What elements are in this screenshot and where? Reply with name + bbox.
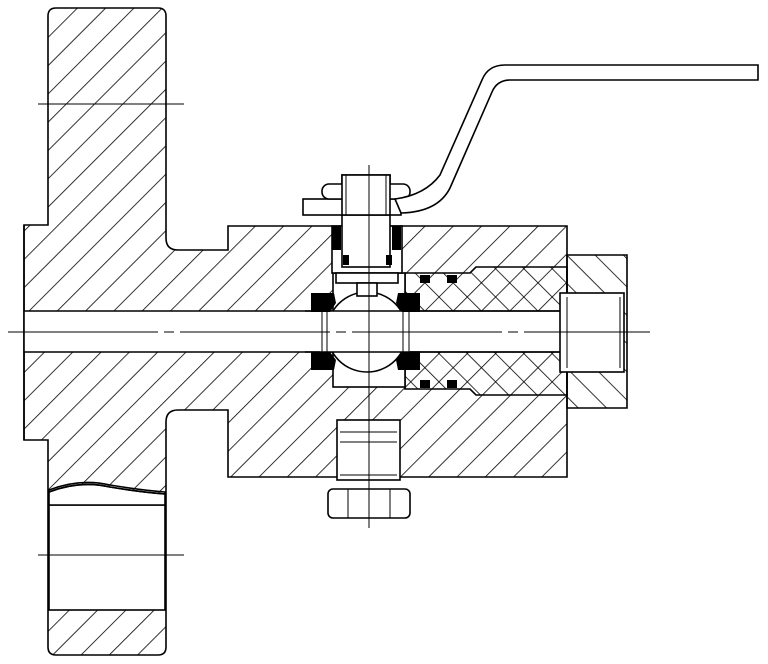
stem-seal bbox=[332, 226, 341, 250]
flange-bolt-hole bbox=[48, 504, 166, 611]
seat-seals bbox=[311, 275, 457, 388]
flange-break-line bbox=[48, 481, 166, 505]
handle-lever bbox=[393, 64, 759, 214]
seat-retainer bbox=[404, 266, 568, 312]
centerlines bbox=[8, 103, 650, 556]
